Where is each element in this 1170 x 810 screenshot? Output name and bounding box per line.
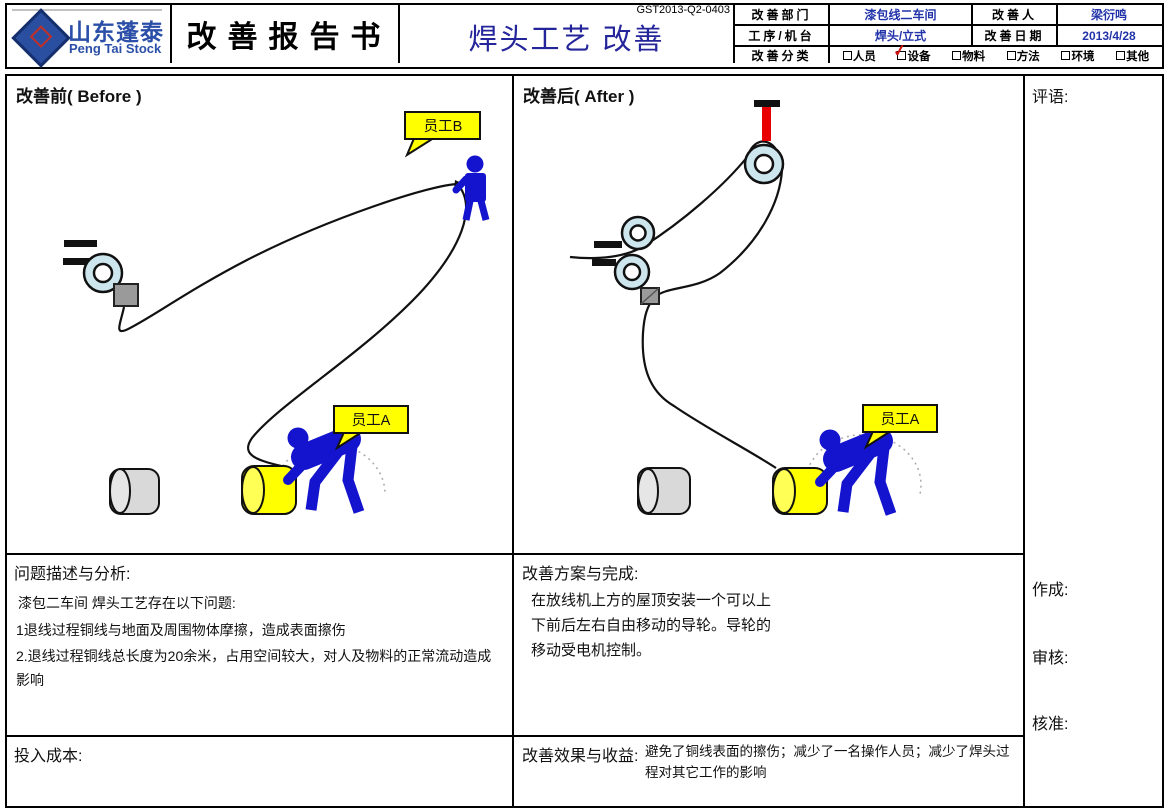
- checkbox-icon: [1006, 51, 1016, 60]
- category-option-5[interactable]: ✓其他: [1116, 48, 1149, 64]
- field-label-category: 改善分类: [751, 49, 812, 63]
- worker-a-figure: [283, 426, 365, 514]
- solution-section-title: 改善方案与完成:: [522, 566, 639, 583]
- benefit-section-title: 改善效果与收益:: [522, 748, 639, 765]
- report-body-frame: [5, 74, 1164, 808]
- header-divider: [828, 5, 830, 63]
- field-value-date: 2013/4/28: [1082, 28, 1136, 43]
- wire-guide-block: [113, 283, 139, 307]
- prepared-by-label: 作成:: [1032, 582, 1069, 599]
- logo-top-rule: [12, 9, 162, 11]
- category-option-1[interactable]: ✓设备: [892, 41, 931, 63]
- approved-by-label: 核准:: [1032, 716, 1069, 733]
- problem-item-2: 2.退线过程铜线总长度为20余米，占用空间较大，对人及物料的正常流动造成影响: [16, 648, 492, 688]
- comment-label: 评语:: [1032, 89, 1069, 106]
- field-value-process: 焊头/立式: [874, 29, 927, 43]
- category-option-0[interactable]: ✓人员: [842, 48, 876, 64]
- callout-worker-b: 员工B: [404, 111, 481, 158]
- problem-item-1: 1退线过程铜线与地面及周围物体摩擦，造成表面擦伤: [16, 622, 346, 638]
- category-option-2[interactable]: ✓物料: [952, 48, 985, 64]
- problem-section-title: 问题描述与分析:: [14, 566, 131, 583]
- mount-bar: [64, 240, 97, 247]
- field-label-dept: 改善部门: [751, 8, 812, 22]
- after-diagram: 员工A: [569, 100, 938, 516]
- problem-intro: 漆包二车间 焊头工艺存在以下问题:: [18, 595, 236, 611]
- svg-text:员工B: 员工B: [424, 119, 463, 135]
- cost-section-title: 投入成本:: [14, 748, 83, 765]
- movable-rod: [762, 107, 771, 141]
- center-divider: [512, 76, 514, 806]
- copper-wire: [247, 185, 468, 468]
- field-value-dept: 漆包线二车间: [864, 8, 937, 22]
- category-option-4[interactable]: ✓环境: [1061, 48, 1094, 64]
- ceiling-mount-bar: [754, 100, 780, 107]
- header-divider: [733, 24, 1162, 26]
- reviewed-by-label: 审核:: [1032, 650, 1069, 667]
- svg-text:员工A: 员工A: [352, 413, 391, 429]
- checkbox-icon: [952, 51, 962, 60]
- header-divider: [733, 45, 1162, 47]
- comment-column-divider: [1023, 76, 1025, 806]
- mount-bar: [592, 259, 616, 266]
- copper-wire: [118, 182, 460, 333]
- header-divider: [170, 5, 172, 63]
- benefit-body: 避免了铜线表面的擦伤；减少了一名操作人员；减少了焊头过程对其它工作的影响: [645, 744, 1010, 780]
- mount-bar: [63, 258, 93, 265]
- company-name-cn: 山东蓬泰: [68, 19, 164, 45]
- page-title: 焊头工艺 改善: [468, 24, 665, 56]
- solution-body: 在放线机上方的屋顶安装一个可以上下前后左右自由移动的导轮。导轮的移动受电机控制。: [531, 592, 772, 659]
- checkbox-icon: [842, 51, 852, 60]
- worker-a-figure: [815, 428, 897, 516]
- category-option-3[interactable]: ✓方法: [1006, 48, 1040, 64]
- company-name-en: Peng Tai Stock: [69, 41, 162, 56]
- cost-row-divider: [7, 735, 1023, 737]
- checkbox-icon: [897, 51, 907, 60]
- checkbox-icon: [1116, 51, 1126, 60]
- field-label-date: 改善日期: [984, 29, 1045, 43]
- callout-worker-a: 员工A: [333, 405, 409, 451]
- field-label-person: 改善人: [991, 8, 1037, 22]
- header-box: [5, 3, 1164, 69]
- diagram-text-divider: [7, 553, 1023, 555]
- category-options: ✓人员 ✓设备 ✓物料 ✓方法 ✓环境 ✓其他: [832, 41, 1160, 64]
- header-divider: [733, 5, 735, 63]
- before-panel-title: 改善前( Before ): [16, 87, 142, 106]
- doc-number: GST2013-Q2-0403: [636, 4, 730, 16]
- callout-worker-a: 员工A: [862, 404, 938, 450]
- before-diagram: 员工B 员工A: [63, 111, 490, 515]
- checkbox-icon: [1061, 51, 1071, 60]
- field-label-process: 工序/机台: [748, 29, 815, 43]
- svg-text:员工A: 员工A: [881, 412, 920, 428]
- report-title: 改善报告书: [186, 21, 392, 54]
- copper-wire: [641, 140, 784, 469]
- field-value-person: 梁衍鸣: [1090, 8, 1127, 22]
- mount-bar: [594, 241, 622, 248]
- after-panel-title: 改善后( After ): [523, 87, 635, 106]
- worker-b-figure: [452, 155, 490, 221]
- header-divider: [398, 5, 400, 63]
